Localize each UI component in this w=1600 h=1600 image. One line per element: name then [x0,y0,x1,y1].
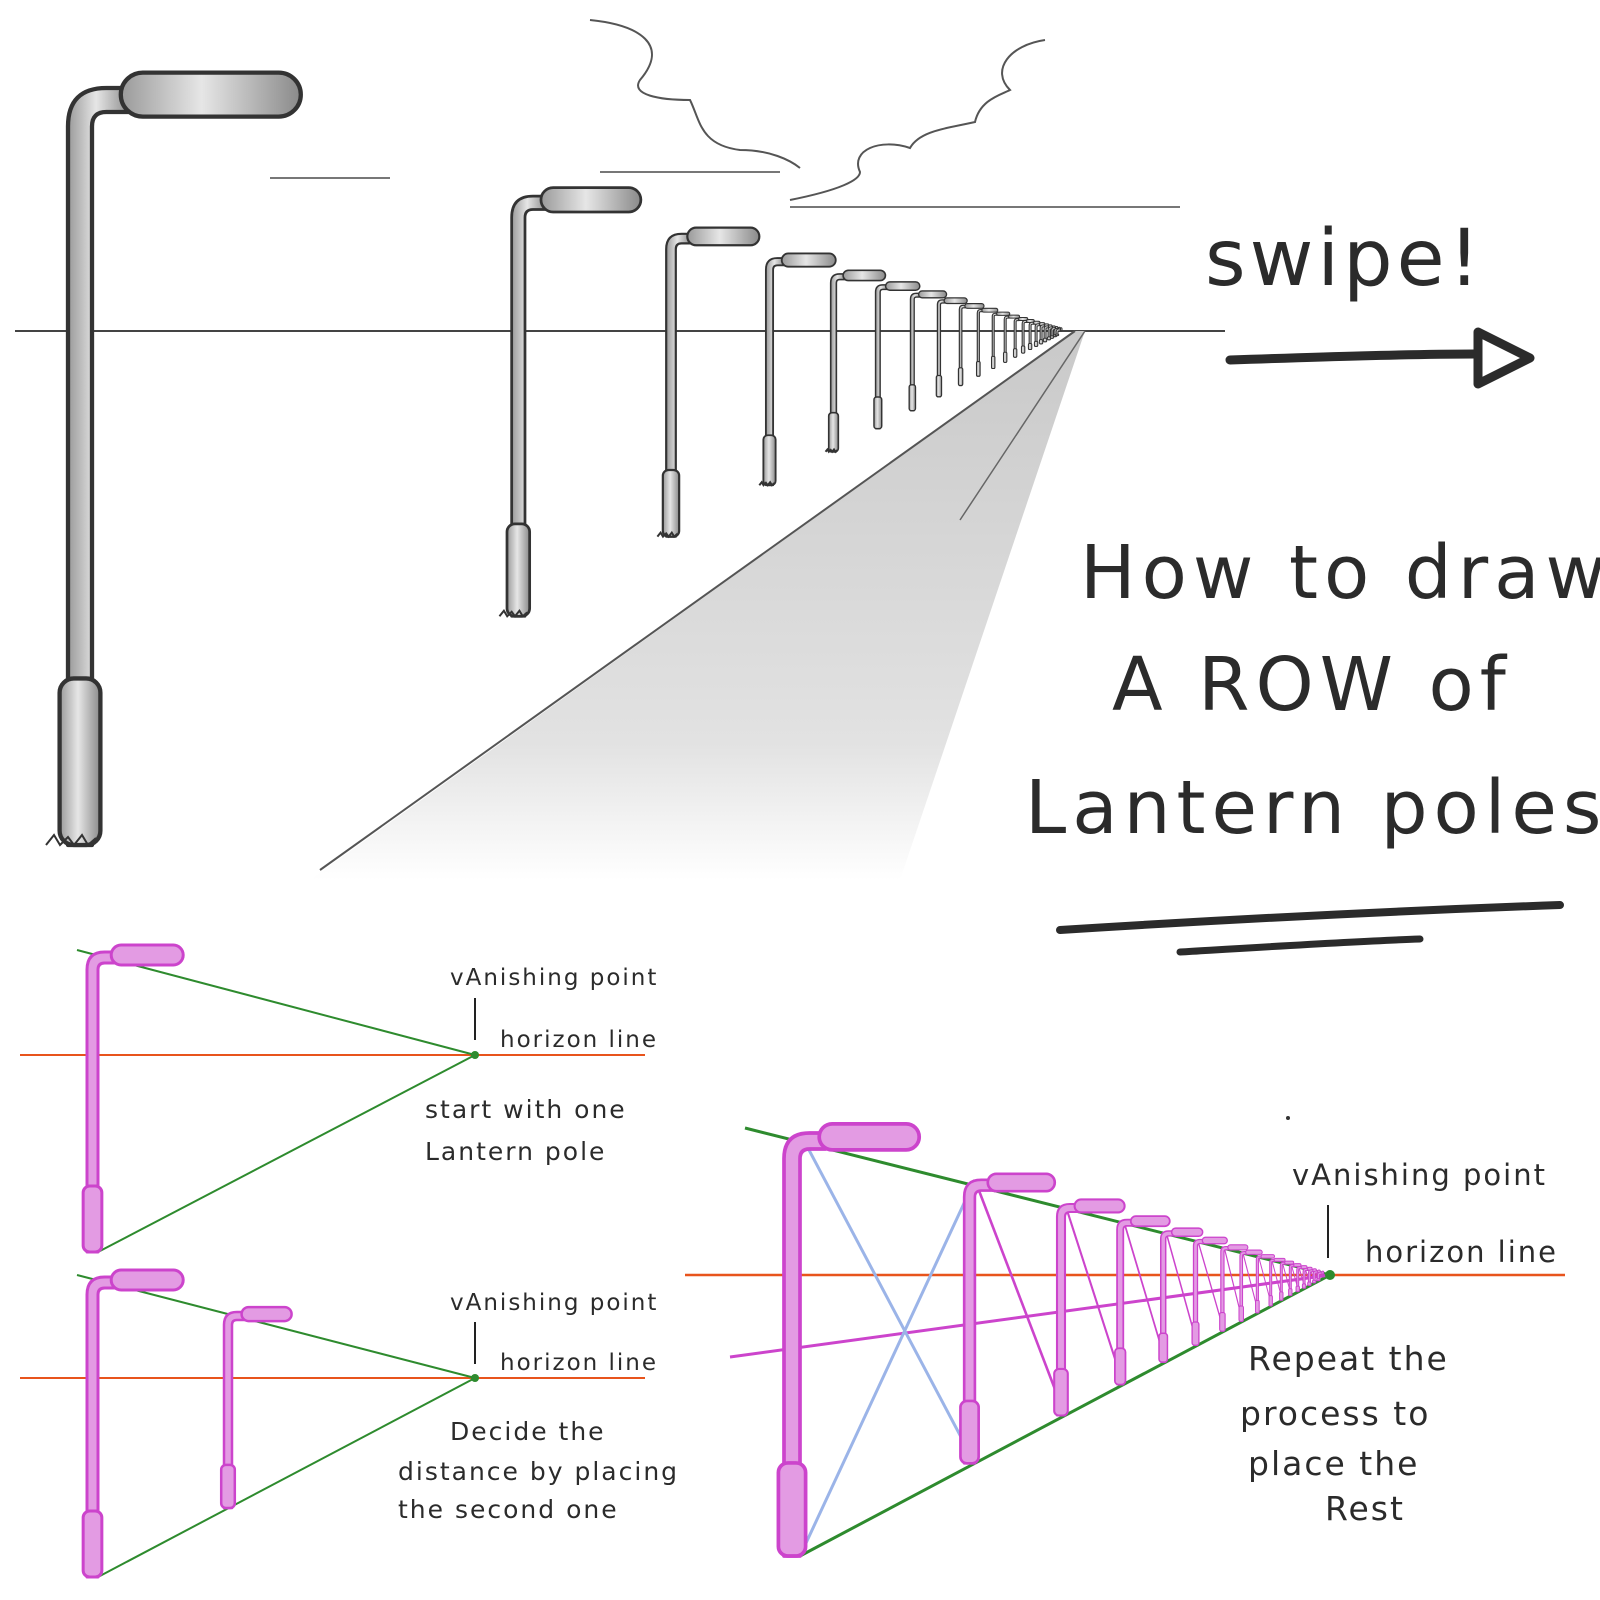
lamp-pole [827,269,887,453]
step3-vanishing-point [1325,1270,1335,1280]
lamp-pole [908,290,948,412]
lamp-pole [975,307,999,377]
title-line-1: How to draw [1080,530,1600,616]
lamp-pole [81,1268,185,1579]
swipe-arrow-icon[interactable] [1225,327,1535,389]
lamp-pole [990,311,1011,370]
lamp-pole [1158,1227,1204,1363]
road-edge-left [319,330,1076,871]
diagonal-blue [798,1132,977,1464]
step-3-diagram: vAnishing point horizon line Repeat the … [685,1116,1565,1558]
step3-caption-line-2: process to [1240,1394,1430,1433]
step3-caption-line-4: Rest [1325,1489,1405,1528]
lamp-pole [1114,1215,1171,1386]
step1-guide-top [76,949,476,1056]
step3-caption-line-1: Repeat the [1248,1339,1449,1378]
grass-tuft [45,833,97,847]
lamp-pole [1316,1270,1325,1282]
grass-tuft [498,608,528,618]
lamp-pole [1255,1254,1276,1314]
grass-tuft [656,530,679,539]
lamp-pole [1288,1263,1302,1297]
lamp-pole [776,1122,922,1558]
lamp-pole [505,186,643,618]
lamp-pole [1238,1249,1263,1322]
step-2-diagram: vAnishing point horizon line Decide the … [20,1268,679,1579]
lamp-pole [661,226,761,538]
lamp-pole [57,70,303,848]
lamp-pole [1012,317,1029,358]
step2-guide-top [76,1274,476,1379]
road-surface [310,331,1085,880]
lamp-pole [1301,1266,1313,1289]
guide-middle [729,1273,1331,1359]
lamp-pole [1219,1244,1249,1332]
step3-poles [776,1122,1325,1558]
scene-poles [45,70,1063,848]
step2-poles [81,1268,293,1579]
lamp-pole [1279,1260,1295,1301]
lamp-pole [1002,314,1021,363]
step1-guide-bottom [97,1054,476,1253]
title-underline-1 [1056,901,1564,934]
step2-caption-line-2: distance by placing [398,1457,679,1486]
step3-vanishing-label: vAnishing point [1292,1158,1547,1192]
diagonal-purple [1064,1203,1125,1385]
lamp-pole [1268,1257,1286,1307]
title-underline-2 [1176,935,1424,956]
step1-pole [81,943,185,1254]
lamp-pole [762,252,837,487]
step-1-diagram: vAnishing point horizon line start with … [20,943,658,1254]
step1-horizon-label: horizon line [500,1027,658,1053]
cloud-right [789,39,1046,201]
lamp-pole [219,1305,293,1510]
diagonal-purple [973,1179,1067,1416]
lamp-pole [1027,320,1041,351]
swipe-label: swipe! [1205,214,1484,304]
step1-caption-line-1: start with one [425,1095,627,1124]
title-line-3: Lantern poles [1025,765,1600,851]
lamp-pole [957,303,985,387]
lamp-pole [935,297,968,398]
lamp-pole [959,1172,1057,1465]
lamp-pole [1295,1265,1308,1293]
lamp-pole [873,281,921,430]
lamp-pole [1191,1236,1228,1346]
step1-vanishing-point [471,1051,479,1059]
step3-caption-line-3: place the [1248,1444,1419,1483]
road-edge-right [959,330,1086,521]
lamp-pole [1054,327,1063,337]
step3-horizon-label: horizon line [1365,1235,1558,1269]
grass-tuft [758,480,775,487]
stray-dot [1286,1116,1290,1120]
lamp-pole [81,943,185,1254]
step2-caption-line-1: Decide the [450,1417,606,1446]
title-block: How to draw A ROW of Lantern poles [1025,530,1600,956]
step2-vanishing-point [471,1374,479,1382]
step2-horizon-label: horizon line [500,1350,658,1376]
step2-vanishing-label: vAnishing point [450,1290,658,1316]
title-line-2: A ROW of [1112,642,1512,728]
grass-tuft [824,447,838,454]
street-scene [15,19,1225,880]
step1-caption-line-2: Lantern pole [425,1137,606,1166]
lamp-pole [1053,1198,1126,1417]
cloud-left [589,19,801,169]
step2-guide-bottom [97,1377,476,1578]
step2-caption-line-3: the second one [398,1495,619,1524]
diagonal-blue [798,1179,977,1557]
step1-vanishing-label: vAnishing point [450,965,658,991]
